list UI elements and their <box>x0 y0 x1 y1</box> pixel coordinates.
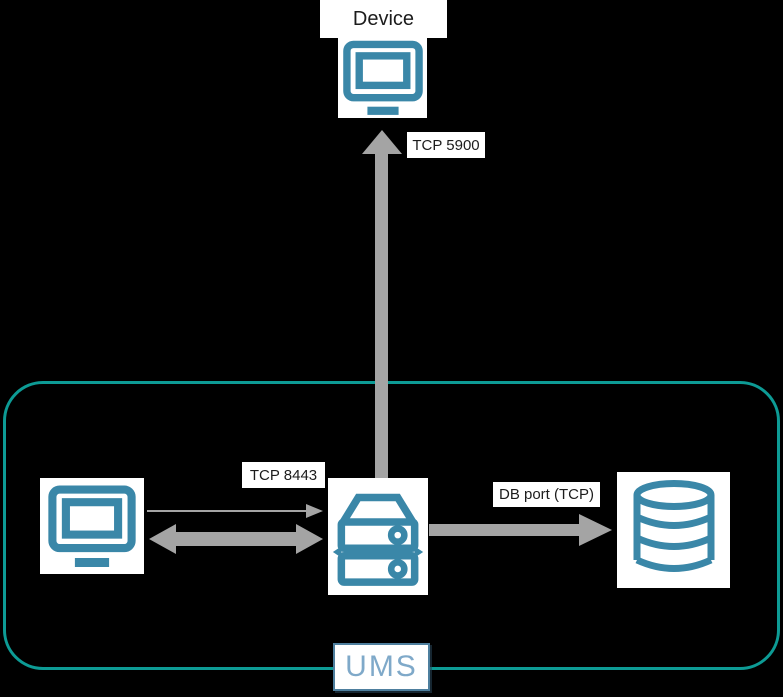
ums-boundary-label: UMS <box>333 643 430 691</box>
database-icon <box>633 480 714 572</box>
device-node-label: Device <box>320 0 447 38</box>
ums-server-node <box>328 478 428 595</box>
tcp8443-port-label: TCP 8443 <box>242 462 325 488</box>
device-node <box>338 38 427 118</box>
tcp8443-double-arrow <box>149 524 323 554</box>
monitor-icon <box>48 485 136 567</box>
db-port-arrow <box>429 514 612 546</box>
console-node <box>40 478 144 574</box>
tcp5900-port-label: TCP 5900 <box>407 132 485 158</box>
server-icon <box>332 493 424 586</box>
tcp5900-arrowhead <box>362 130 402 154</box>
monitor-icon <box>342 40 423 115</box>
tcp5900-arrow-shaft <box>375 151 388 478</box>
database-node <box>617 472 730 588</box>
tcp8443-thin-arrow <box>147 504 323 518</box>
db-port-label: DB port (TCP) <box>493 482 600 507</box>
